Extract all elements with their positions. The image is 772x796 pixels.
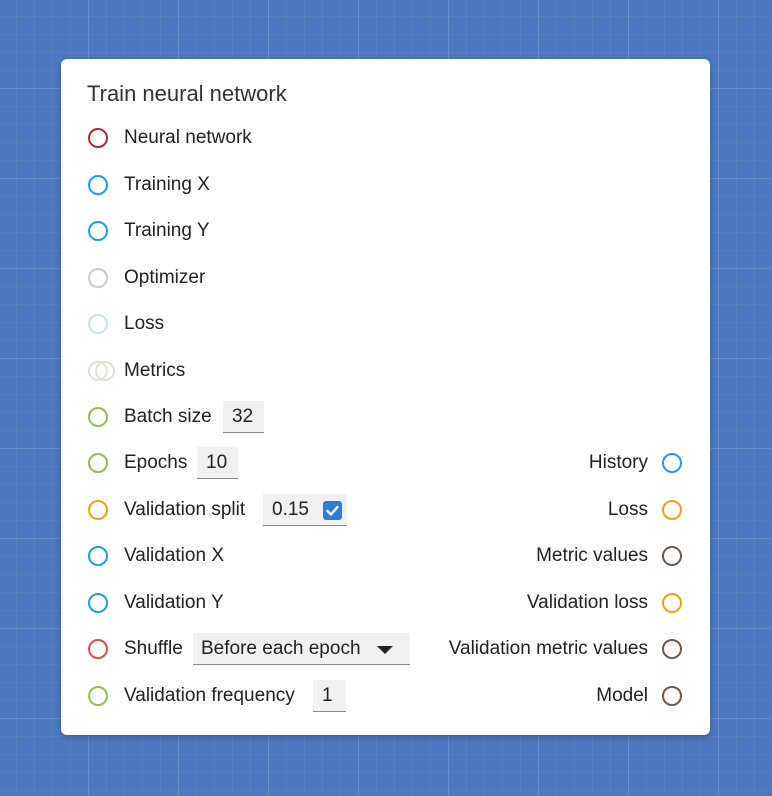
input-label-training-x: Training X: [124, 174, 210, 195]
input-row-training-x: Training X: [61, 168, 710, 202]
input-label-validation-x: Validation X: [124, 545, 224, 566]
input-row-validation-x: Validation X Metric values: [61, 539, 710, 573]
validation-split-value: 0.15: [272, 499, 309, 520]
output-label-loss: Loss: [607, 499, 648, 520]
output-label-model: Model: [596, 685, 648, 706]
input-port-validation-y[interactable]: [88, 593, 108, 613]
output-port-model[interactable]: [662, 686, 682, 706]
batch-size-input[interactable]: 32: [223, 401, 264, 433]
shuffle-select[interactable]: Before each epoch: [193, 633, 410, 665]
input-row-loss: Loss: [61, 307, 710, 341]
input-port-training-y[interactable]: [88, 221, 108, 241]
input-label-optimizer: Optimizer: [124, 267, 206, 288]
input-row-optimizer: Optimizer: [61, 261, 710, 295]
input-label-validation-y: Validation Y: [124, 592, 224, 613]
validation-frequency-input[interactable]: 1: [313, 680, 346, 712]
node-title: Train neural network: [87, 81, 287, 106]
input-port-loss[interactable]: [88, 314, 108, 334]
input-label-training-y: Training Y: [124, 220, 210, 241]
metrics-port-ring-front: [95, 361, 115, 381]
output-port-loss[interactable]: [662, 500, 682, 520]
input-row-validation-frequency: Validation frequency 1 Model: [61, 679, 710, 713]
output-label-history: History: [588, 452, 648, 473]
train-neural-network-node[interactable]: Train neural network Neural network Trai…: [61, 59, 710, 735]
input-row-validation-y: Validation Y Validation loss: [61, 586, 710, 620]
input-port-batch-size[interactable]: [88, 407, 108, 427]
validation-split-checkbox[interactable]: [323, 501, 342, 520]
input-port-neural-network[interactable]: [88, 128, 108, 148]
shuffle-select-value: Before each epoch: [201, 638, 361, 659]
input-row-batch-size: Batch size 32: [61, 400, 710, 434]
output-port-history[interactable]: [662, 453, 682, 473]
chevron-down-icon: [377, 646, 393, 654]
output-label-validation-loss: Validation loss: [526, 592, 648, 613]
input-port-validation-split[interactable]: [88, 500, 108, 520]
input-label-batch-size: Batch size: [124, 406, 212, 427]
input-row-training-y: Training Y: [61, 214, 710, 248]
input-port-metrics[interactable]: [88, 361, 118, 381]
input-port-validation-x[interactable]: [88, 546, 108, 566]
input-port-training-x[interactable]: [88, 175, 108, 195]
checkmark-icon: [326, 505, 339, 516]
input-row-epochs: Epochs 10 History: [61, 446, 710, 480]
input-port-epochs[interactable]: [88, 453, 108, 473]
epochs-input[interactable]: 10: [197, 447, 238, 479]
input-label-neural-network: Neural network: [124, 127, 252, 148]
input-label-validation-frequency: Validation frequency: [124, 685, 295, 706]
input-label-metrics: Metrics: [124, 360, 186, 381]
input-row-shuffle: Shuffle Before each epoch Validation met…: [61, 632, 710, 666]
input-port-shuffle[interactable]: [88, 639, 108, 659]
output-label-metric-values: Metric values: [536, 545, 648, 566]
output-label-validation-metric-values: Validation metric values: [448, 638, 648, 659]
input-label-loss: Loss: [124, 313, 165, 334]
output-port-validation-loss[interactable]: [662, 593, 682, 613]
output-port-validation-metric-values[interactable]: [662, 639, 682, 659]
input-row-validation-split: Validation split 0.15 Loss: [61, 493, 710, 527]
input-row-neural-network: Neural network: [61, 121, 710, 155]
input-label-shuffle: Shuffle: [124, 638, 183, 659]
input-row-metrics: Metrics: [61, 354, 710, 388]
input-label-validation-split: Validation split: [124, 499, 246, 520]
input-label-epochs: Epochs: [124, 452, 188, 473]
input-port-validation-frequency[interactable]: [88, 686, 108, 706]
output-port-metric-values[interactable]: [662, 546, 682, 566]
input-port-optimizer[interactable]: [88, 268, 108, 288]
